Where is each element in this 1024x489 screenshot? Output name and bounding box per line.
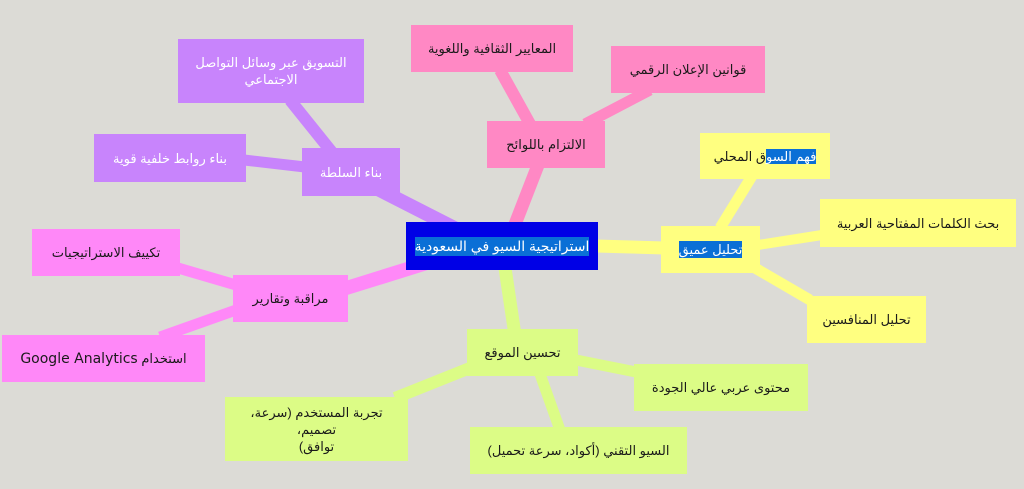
branch-analysis-label: تحليل عميق <box>678 241 743 258</box>
root-node[interactable]: استراتيجية السيو في السعودية <box>406 222 598 270</box>
leaf-google-analytics-label-latin: Google Analytics <box>20 350 138 367</box>
leaf-cultural-standards-label: المعايير الثقافية واللغوية <box>427 41 557 56</box>
leaf-social-media-label: التسويق عبر وسائل التواصل الاجتماعي <box>195 55 347 87</box>
branch-node-authority[interactable]: بناء السلطة <box>302 148 400 196</box>
leaf-node-user-experience[interactable]: تجربة المستخدم (سرعة، تصميم، توافق) <box>225 397 408 461</box>
leaf-node-digital-ad-laws[interactable]: قوانين الإعلان الرقمي <box>611 46 765 93</box>
connector-root-analysis <box>595 239 666 255</box>
branch-node-monitoring[interactable]: مراقبة وتقارير <box>233 275 348 322</box>
leaf-node-adapt-strategies[interactable]: تكييف الاستراتيجيات <box>32 229 180 276</box>
branch-node-optimization[interactable]: تحسين الموقع <box>467 329 578 376</box>
connector-root-optimization <box>498 267 522 336</box>
branch-monitoring-label: مراقبة وتقارير <box>252 291 329 306</box>
leaf-node-google-analytics[interactable]: استخدام Google Analytics <box>2 335 205 382</box>
leaf-competitor-analysis-label: تحليل المنافسين <box>822 312 911 327</box>
leaf-digital-ad-laws-label: قوانين الإعلان الرقمي <box>629 62 747 77</box>
branch-authority-label: بناء السلطة <box>319 164 383 180</box>
leaf-node-local-market[interactable]: فهم السوق المحلي <box>700 133 830 179</box>
leaf-node-backlinks[interactable]: بناء روابط خلفية قوية <box>94 134 246 182</box>
leaf-arabic-keywords-label: بحث الكلمات المفتاحية العربية <box>836 215 1000 231</box>
leaf-node-competitor-analysis[interactable]: تحليل المنافسين <box>807 296 926 343</box>
leaf-node-technical-seo[interactable]: السيو التقني (أكواد، سرعة تحميل) <box>470 427 687 474</box>
leaf-user-experience-label: تجربة المستخدم (سرعة، تصميم، توافق) <box>250 404 383 454</box>
leaf-node-social-media-marketing[interactable]: التسويق عبر وسائل التواصل الاجتماعي <box>178 39 364 103</box>
branch-node-analysis[interactable]: تحليل عميق <box>661 226 760 273</box>
leaf-node-quality-arabic-content[interactable]: محتوى عربي عالي الجودة <box>634 364 808 411</box>
leaf-local-market-label-selected: فهم السو <box>765 148 817 164</box>
leaf-node-cultural-standards[interactable]: المعايير الثقافية واللغوية <box>411 25 573 72</box>
leaf-technical-seo-label: السيو التقني (أكواد، سرعة تحميل) <box>487 443 670 458</box>
leaf-quality-content-label: محتوى عربي عالي الجودة <box>651 380 791 395</box>
branch-node-compliance[interactable]: الالتزام باللوائح <box>487 121 605 168</box>
branch-optimization-label: تحسين الموقع <box>484 345 561 360</box>
branch-compliance-label: الالتزام باللوائح <box>506 137 586 152</box>
leaf-adapt-strategies-label: تكييف الاستراتيجيات <box>51 245 161 260</box>
leaf-google-analytics-label-arabic: استخدام <box>141 350 187 366</box>
leaf-node-arabic-keywords[interactable]: بحث الكلمات المفتاحية العربية <box>820 199 1016 247</box>
leaf-backlinks-label: بناء روابط خلفية قوية <box>113 150 227 166</box>
root-node-label: استراتيجية السيو في السعودية <box>414 236 590 256</box>
leaf-local-market-label-rest: ق المحلي <box>713 148 766 164</box>
